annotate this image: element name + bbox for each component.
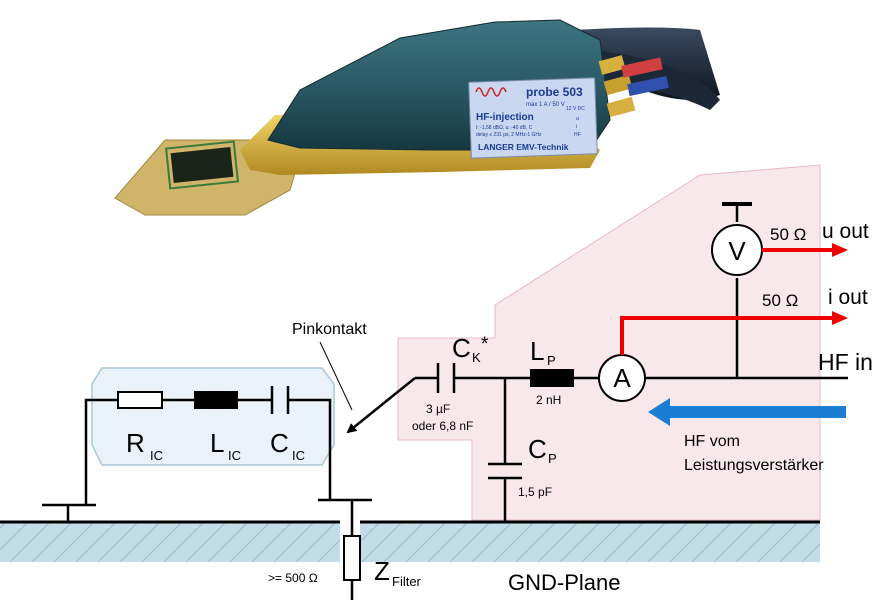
probe-photo: probe 503 max 1 A / 50 V HF-injection I:… — [114, 19, 720, 216]
lp-subscript: P — [547, 353, 556, 368]
gnd-plane-label: GND-Plane — [508, 570, 620, 595]
probe-port-i: i — [576, 124, 577, 130]
hf-source-arrow — [648, 398, 846, 426]
pinkontakt-arrow — [346, 377, 416, 434]
hf-source-line-1: HF vom — [684, 433, 740, 450]
pinkontakt-leader — [319, 341, 353, 411]
probe-spec-2: delay ≤ 231 ps, 2 MHz-1 GHz — [476, 132, 542, 138]
u-out-impedance: 50 Ω — [770, 225, 806, 244]
hf-in-label: HF in — [818, 349, 873, 375]
voltmeter: V — [711, 224, 763, 276]
ck-value-1: 3 µF — [426, 402, 450, 416]
ck-label: C — [452, 333, 471, 363]
probe-function: HF-injection — [476, 112, 534, 123]
capacitor-cp — [488, 462, 522, 480]
probe-port-hf: HF — [574, 132, 581, 138]
ammeter: A — [598, 354, 646, 402]
cp-value: 1,5 pF — [518, 485, 552, 499]
probe-ratings: max 1 A / 50 V — [526, 102, 565, 108]
inductor-lp — [530, 369, 574, 387]
ck-star: * — [481, 334, 489, 355]
ric-subscript: IC — [150, 448, 163, 463]
hf-source-line-2: Leistungsverstärker — [684, 457, 824, 474]
capacitor-ck — [436, 363, 456, 393]
lic-subscript: IC — [228, 448, 241, 463]
zfilter-label: Z — [374, 556, 390, 586]
ric-label: R — [126, 428, 145, 458]
probe-connectors — [598, 55, 669, 118]
gnd-plane — [0, 520, 820, 562]
probe-port-dc: 12 V DC — [566, 106, 585, 112]
probe-manufacturer: LANGER EMV-Technik — [478, 142, 569, 152]
cic-subscript: IC — [292, 448, 305, 463]
capacitor-cic — [270, 386, 290, 414]
voltmeter-symbol: V — [728, 236, 746, 266]
cp-label: C — [528, 434, 547, 464]
i-out-impedance: 50 Ω — [762, 291, 798, 310]
lic-label: L — [210, 428, 224, 458]
ck-value-2: oder 6,8 nF — [412, 419, 473, 433]
resistor-ric — [117, 391, 163, 409]
probe-spec-1: I: -1,58 dBΩ, u: -40 dB, C — [476, 125, 533, 131]
i-out-label: i out — [828, 286, 868, 309]
inductor-lic — [194, 391, 238, 409]
probe-name: probe 503 — [526, 85, 583, 99]
circuit-wires — [42, 202, 848, 600]
u-out-label: u out — [822, 220, 869, 243]
ammeter-symbol: A — [613, 363, 631, 393]
output-lines — [620, 243, 848, 355]
cic-label: C — [270, 428, 289, 458]
pinkontakt-label: Pinkontakt — [292, 321, 367, 338]
resistor-zfilter — [343, 535, 361, 581]
probe-label: probe 503 max 1 A / 50 V HF-injection I:… — [468, 77, 598, 159]
probe-port-u: u — [576, 116, 579, 122]
cp-subscript: P — [548, 451, 557, 466]
zfilter-subscript: Filter — [392, 574, 422, 589]
zfilter-value: >= 500 Ω — [268, 571, 318, 585]
lp-label: L — [530, 336, 544, 366]
lp-value: 2 nH — [536, 393, 561, 407]
ck-subscript: K — [472, 350, 481, 365]
